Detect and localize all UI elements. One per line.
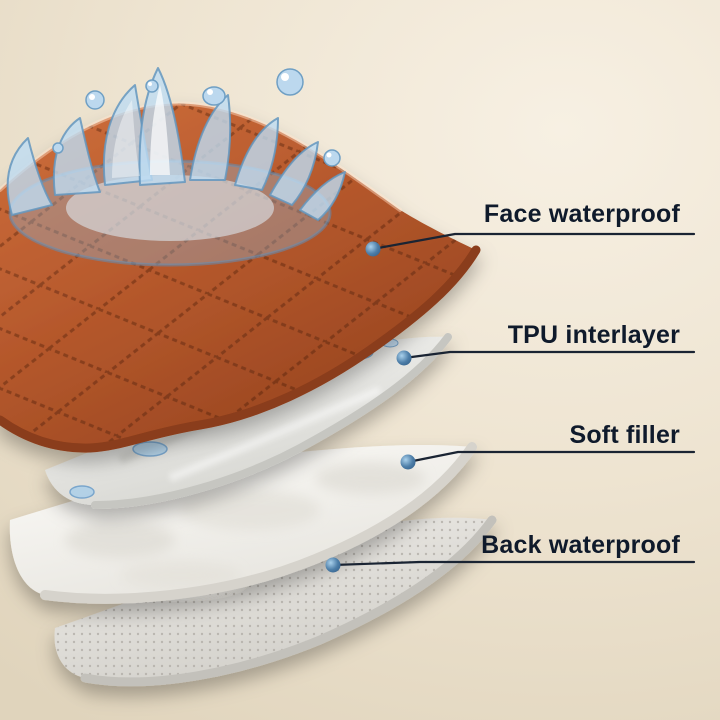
flying-droplets-icon: [52, 68, 341, 167]
soft-filler-layer: [9, 442, 477, 604]
marker-dot-soft: [400, 454, 416, 470]
label-tpu-interlayer: TPU interlayer: [507, 321, 680, 349]
marker-dot-face: [365, 241, 381, 257]
water-splash-icon: [6, 67, 346, 267]
label-soft-filler: Soft filler: [569, 421, 680, 449]
marker-dot-tpu: [396, 350, 412, 366]
marker-dots: [325, 241, 416, 573]
leader-lines: [331, 232, 696, 567]
marker-dot-back: [325, 557, 341, 573]
label-back-waterproof: Back waterproof: [481, 531, 680, 559]
label-face-waterproof: Face waterproof: [483, 200, 680, 228]
